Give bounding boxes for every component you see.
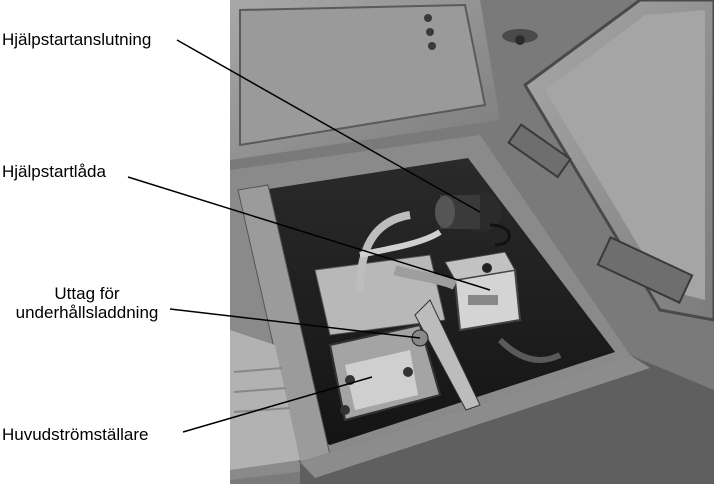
label-main-power-switch: Huvudströmställare bbox=[2, 425, 149, 444]
label-jump-start-connection: Hjälpstartanslutning bbox=[2, 30, 152, 49]
label-jump-start-box: Hjälpstartlåda bbox=[2, 162, 106, 181]
label-charging-outlet-line1: Uttag för bbox=[54, 284, 120, 303]
label-charging-outlet-line2: underhållsladdning bbox=[15, 303, 159, 322]
label-maintenance-charging-outlet: Uttag för underhållsladdning bbox=[6, 284, 168, 322]
